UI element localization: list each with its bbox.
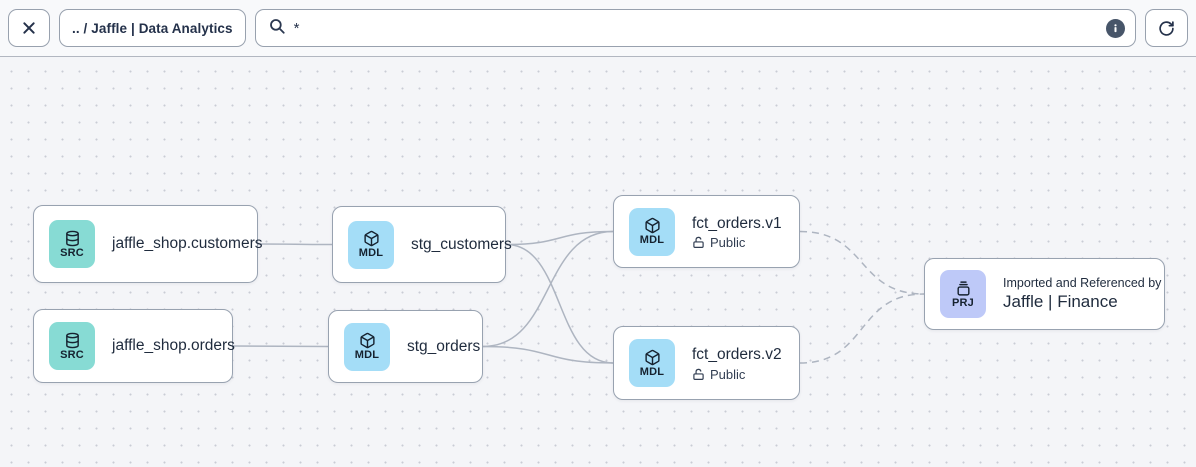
badge-label: SRC [60,246,84,259]
model-icon [644,217,661,234]
node-type-badge: SRC [49,220,95,268]
info-icon[interactable] [1106,18,1125,38]
search-icon [268,17,286,40]
access-label: Public [710,235,746,251]
node-type-badge: MDL [629,207,675,256]
badge-label: MDL [639,365,665,378]
lineage-canvas[interactable]: SRC jaffle_shop.customers SRC jaffle_sho… [0,57,1196,467]
node-title: fct_orders.v1 [692,214,782,232]
project-icon [955,280,972,297]
node-title: jaffle_shop.customers [112,235,263,253]
model-icon [644,349,661,366]
edge-mdl-fct-orders-v1-to-prj-jaffle-finance [799,230,925,295]
model-icon [359,332,376,349]
node-title: stg_customers [411,235,512,253]
refresh-icon [1158,20,1175,37]
unlock-icon [692,236,705,249]
mdl-fct-orders-v1[interactable]: MDL fct_orders.v1 Public [613,195,800,268]
database-icon [64,332,81,349]
search-input[interactable] [293,10,1098,46]
node-type-badge: MDL [348,220,394,269]
edge-src-jaffle-shop-customers-to-mdl-stg-customers [257,243,333,246]
badge-label: SRC [60,348,84,361]
breadcrumb-label: .. / Jaffle | Data Analytics [72,20,233,36]
prj-jaffle-finance[interactable]: PRJ Imported and Referenced by Jaffle | … [924,258,1165,330]
access-badge: Public [692,368,782,381]
database-icon [64,230,81,247]
edge-mdl-stg-customers-to-mdl-fct-orders-v2 [505,243,614,364]
edge-mdl-stg-orders-to-mdl-fct-orders-v2 [482,345,614,364]
node-title: fct_orders.v2 [692,346,782,364]
unlock-icon [692,368,705,381]
close-button[interactable] [8,9,50,47]
node-type-badge: MDL [344,322,390,371]
mdl-stg-customers[interactable]: MDL stg_customers [332,206,512,283]
node-type-badge: PRJ [940,270,986,318]
model-icon [363,230,380,247]
search-box[interactable] [254,9,1136,47]
edge-mdl-fct-orders-v2-to-prj-jaffle-finance [799,293,925,364]
mdl-fct-orders-v2[interactable]: MDL fct_orders.v2 Public [613,326,800,400]
edge-mdl-stg-customers-to-mdl-fct-orders-v1 [505,230,614,246]
badge-label: MDL [358,247,384,259]
node-type-badge: SRC [49,322,95,370]
node-title: jaffle_shop.orders [112,337,235,355]
node-kicker: Imported and Referenced by [1003,275,1162,290]
node-title: stg_orders [407,337,481,355]
src-jaffle-shop-customers[interactable]: SRC jaffle_shop.customers [33,205,263,283]
access-label: Public [710,366,746,382]
edge-mdl-stg-orders-to-mdl-fct-orders-v1 [482,230,614,348]
edges-layer [232,230,925,364]
edge-src-jaffle-shop-orders-to-mdl-stg-orders [232,345,329,348]
access-badge: Public [692,236,782,249]
close-icon [21,20,37,36]
badge-label: PRJ [952,296,974,309]
breadcrumb[interactable]: .. / Jaffle | Data Analytics [59,9,246,47]
node-title: Jaffle | Finance [1003,292,1118,312]
refresh-button[interactable] [1145,9,1188,47]
node-type-badge: MDL [629,339,675,387]
badge-label: MDL [639,234,665,246]
mdl-stg-orders[interactable]: MDL stg_orders [328,310,483,383]
badge-label: MDL [354,349,380,361]
toolbar: .. / Jaffle | Data Analytics [0,0,1196,57]
src-jaffle-shop-orders[interactable]: SRC jaffle_shop.orders [33,309,235,383]
